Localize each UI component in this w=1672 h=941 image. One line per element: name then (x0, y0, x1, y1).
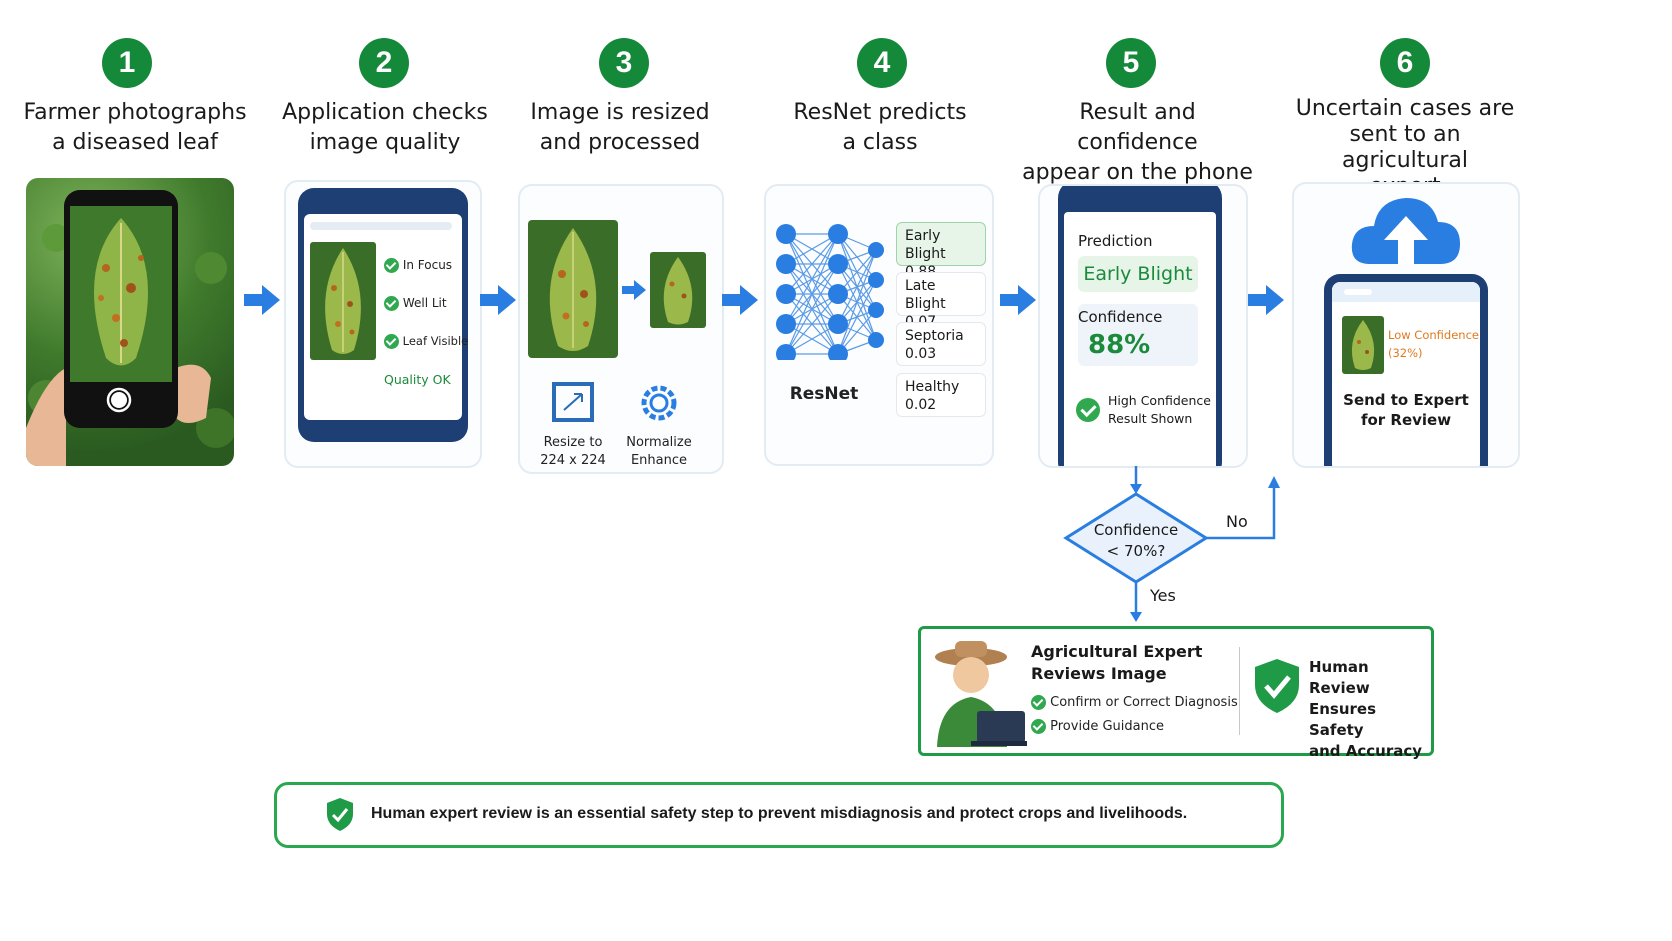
leaf-thumbnail (1342, 316, 1384, 374)
prediction-list: Early Blight0.88 Late Blight0.07 Septori… (896, 222, 986, 442)
cloud-upload-icon (1351, 198, 1460, 264)
gear-icon (641, 385, 677, 421)
hand-with-phone-illustration (26, 190, 234, 466)
low-confidence-flag: Low Confidence(32%) (1388, 328, 1479, 360)
check-circle-icon (1076, 398, 1100, 422)
step-2-badge: 2 (359, 38, 409, 88)
check-icon (384, 258, 399, 273)
step-4-badge: 4 (857, 38, 907, 88)
decision-no-label: No (1226, 512, 1248, 531)
footer-banner: Human expert review is an essential safe… (274, 782, 1284, 848)
quality-ok-status: Quality OK (384, 372, 451, 387)
prediction-label: Prediction (1078, 232, 1153, 250)
neural-network-icon (776, 224, 884, 360)
field-photo (26, 178, 234, 466)
shield-check-icon (1255, 659, 1299, 713)
resnet-panel: ResNet Early Blight0.88 Late Blight0.07 … (764, 184, 994, 466)
expert-bullet-1: Confirm or Correct Diagnosis (1031, 695, 1238, 710)
flow-arrow-1 (244, 285, 280, 315)
check-in-focus: In Focus (384, 258, 452, 273)
phone-screen: In Focus Well Lit Leaf Visible Quality O… (304, 214, 468, 420)
small-arrow (622, 280, 646, 300)
flow-arrow-5 (1248, 285, 1284, 315)
step-6-badge: 6 (1380, 38, 1430, 88)
farmer-expert-illustration (935, 641, 1027, 747)
leaf-image (310, 242, 376, 360)
check-leaf-visible: Leaf Visible (384, 334, 468, 349)
phone-screen: Prediction Early Blight Confidence 88% H… (1064, 212, 1216, 466)
expert-bullet-2: Provide Guidance (1031, 719, 1164, 734)
check-icon (384, 296, 399, 311)
check-icon (1031, 719, 1046, 734)
step-5-badge: 5 (1106, 38, 1156, 88)
confidence-label: Confidence (1078, 308, 1163, 326)
prediction-item: Early Blight0.88 (896, 222, 986, 280)
check-well-lit: Well Lit (384, 296, 447, 311)
flow-arrow-4 (1000, 285, 1036, 315)
flow-arrow-3 (722, 285, 758, 315)
footer-text: Human expert review is an essential safe… (371, 805, 1188, 822)
decision-connectors (1063, 466, 1280, 622)
original-leaf-image (528, 220, 618, 358)
prediction-item: Late Blight0.07 (896, 272, 986, 330)
resnet-label: ResNet (789, 384, 859, 404)
check-icon (384, 334, 399, 349)
divider (1239, 647, 1240, 735)
quality-check-panel: In Focus Well Lit Leaf Visible Quality O… (284, 180, 482, 468)
resized-leaf-image (650, 252, 706, 328)
step-1-badge: 1 (102, 38, 152, 88)
decision-yes-label: Yes (1150, 586, 1176, 605)
prediction-value: Early Blight (1078, 256, 1198, 292)
decision-question: Confidence< 70%? (1093, 521, 1179, 560)
step-3-badge: 3 (599, 38, 649, 88)
resize-icon (552, 382, 594, 422)
check-icon (1031, 695, 1046, 710)
shield-check-icon (327, 798, 353, 831)
confidence-value: 88% (1088, 330, 1151, 360)
flow-arrow-2 (480, 285, 516, 315)
confidence-box (1078, 304, 1198, 366)
result-panel: Prediction Early Blight Confidence 88% H… (1038, 184, 1248, 468)
